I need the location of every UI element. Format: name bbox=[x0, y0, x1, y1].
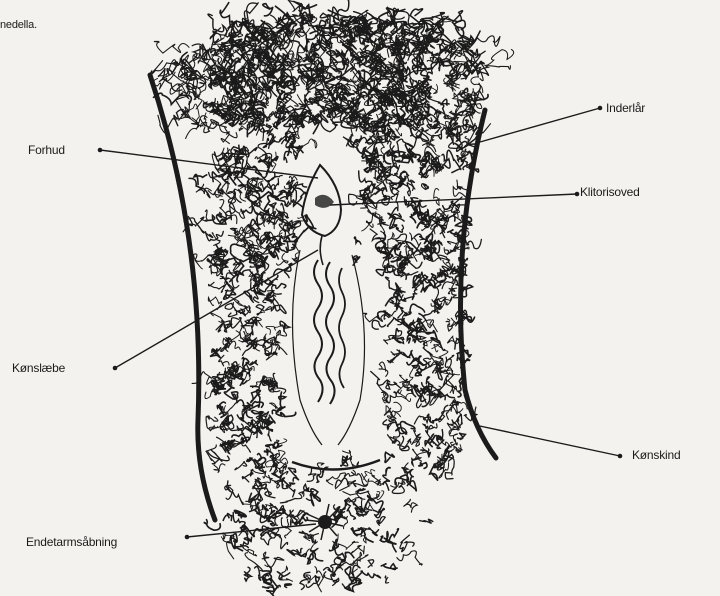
label-koensskind: Kønskind bbox=[632, 449, 680, 461]
labia-line-3 bbox=[339, 268, 345, 388]
prepuce-stem bbox=[320, 236, 323, 265]
labia-outer-right bbox=[338, 255, 365, 445]
labia-line-1 bbox=[314, 260, 323, 402]
label-forhud: Forhud bbox=[28, 144, 65, 156]
corner-text: nedella. bbox=[0, 20, 37, 31]
label-klitoris: Klitorisoved bbox=[580, 186, 640, 198]
labia-outer-left bbox=[293, 250, 323, 445]
clitoris-shape bbox=[315, 195, 334, 208]
labia-line-2 bbox=[326, 262, 335, 404]
left-thigh-outline bbox=[150, 75, 215, 520]
label-inderlaar: Inderlår bbox=[606, 102, 645, 114]
pointer-inderlaar bbox=[480, 108, 600, 142]
label-endetarm: Endetarmsåbning bbox=[26, 536, 117, 548]
label-koenslaebe: Kønslæbe bbox=[12, 362, 65, 374]
pointer-koensskind bbox=[475, 425, 620, 456]
fourchette-curve bbox=[292, 460, 380, 470]
